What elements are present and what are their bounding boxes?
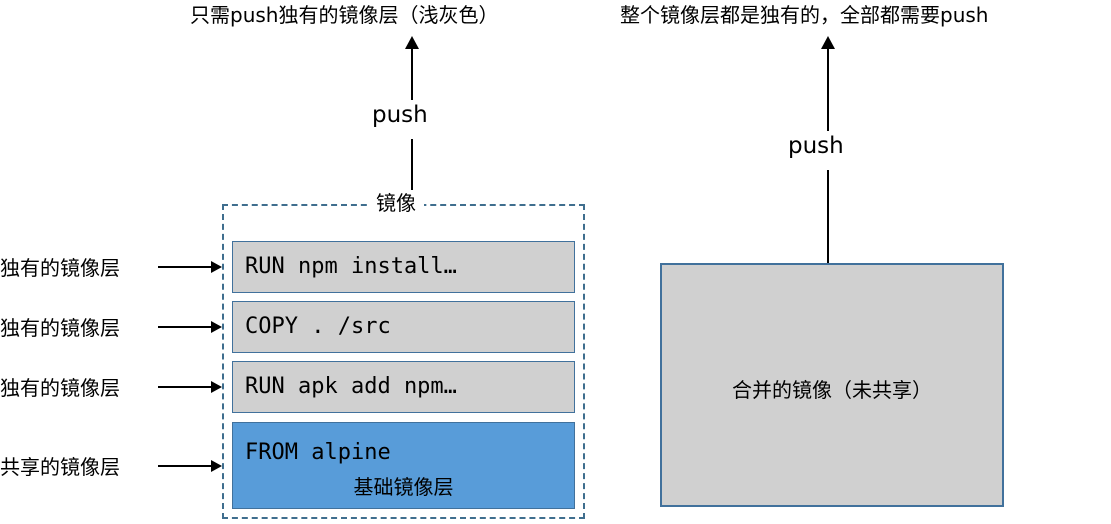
caption-right-push-all-layers: 整个镜像层都是独有的，全部都需要push	[620, 3, 989, 27]
side-label-shared-layer: 共享的镜像层	[0, 455, 120, 479]
push-arrow-right-arrowhead-icon	[821, 36, 835, 49]
side-label-unique-layer: 独有的镜像层	[0, 316, 120, 340]
image-layer-box: COPY . /src	[232, 301, 575, 353]
push-arrow-right-lower-segment	[827, 170, 829, 263]
side-label-unique-layer: 独有的镜像层	[0, 376, 120, 400]
layered-image-container-title: 镜像	[368, 190, 424, 216]
image-layer-command: RUN apk add npm…	[245, 374, 457, 399]
merged-image-label: 合并的镜像（未共享）	[732, 378, 932, 402]
side-arrow-line	[158, 266, 213, 268]
merged-image-box: 合并的镜像（未共享）	[660, 263, 1004, 507]
push-label-right: push	[788, 133, 844, 159]
push-arrow-left-upper-segment	[411, 48, 413, 100]
side-arrow-line	[158, 465, 213, 467]
caption-left-push-unique-layers: 只需push独有的镜像层（浅灰色）	[190, 3, 499, 27]
side-arrow-arrowhead-icon	[211, 460, 222, 472]
side-arrow-arrowhead-icon	[211, 381, 222, 393]
push-label-left: push	[372, 102, 428, 128]
push-arrow-right-upper-segment	[827, 48, 829, 131]
image-layer-command: COPY . /src	[245, 314, 391, 339]
push-arrow-left-lower-segment	[411, 139, 413, 196]
image-layer-box: RUN npm install…	[232, 241, 575, 293]
image-layer-sublabel: 基础镜像层	[353, 475, 454, 499]
push-arrow-left-arrowhead-icon	[405, 36, 419, 49]
side-arrow-line	[158, 326, 213, 328]
image-layer-command: RUN npm install…	[245, 254, 457, 279]
image-layer-box: RUN apk add npm…	[232, 361, 575, 413]
image-layer-box-base: FROM alpine 基础镜像层	[232, 422, 575, 509]
side-label-unique-layer: 独有的镜像层	[0, 256, 120, 280]
side-arrow-arrowhead-icon	[211, 261, 222, 273]
image-layer-command: FROM alpine	[245, 440, 391, 465]
side-arrow-line	[158, 386, 213, 388]
side-arrow-arrowhead-icon	[211, 321, 222, 333]
